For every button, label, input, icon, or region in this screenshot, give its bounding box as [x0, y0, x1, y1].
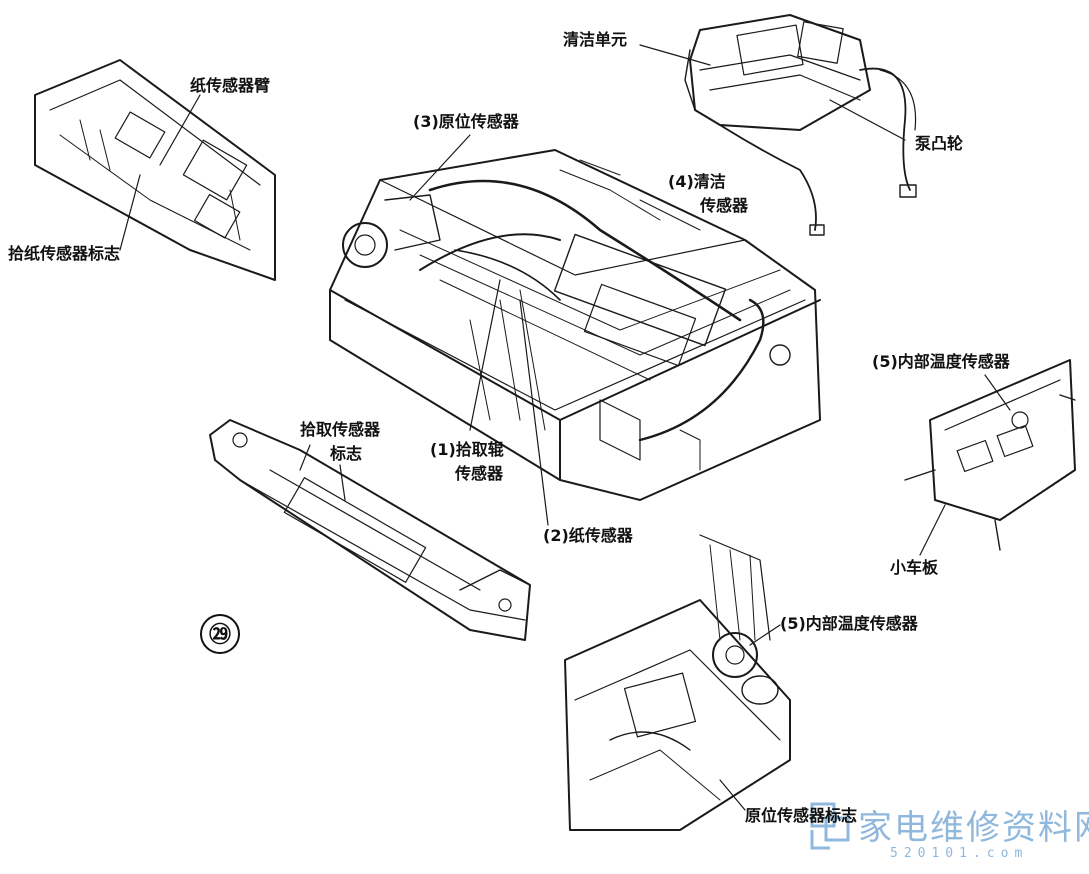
label-home-sensor: (3)原位传感器 — [413, 112, 519, 131]
paper-sensor-arm-drawing — [34, 59, 276, 281]
watermark-text: 家电维修资料网 — [858, 808, 1089, 848]
label-paper-sensor-arm: 纸传感器臂 — [190, 76, 271, 95]
label-carriage-board: 小车板 — [890, 558, 939, 577]
main-printer-body — [329, 149, 821, 501]
label-pump-cam: 泵凸轮 — [915, 134, 964, 153]
label-internal-temp-sensor-top: (5)内部温度传感器 — [872, 352, 1010, 371]
label-pickup-roller-sensor-line2: 传感器 — [455, 464, 504, 483]
label-cleaning-sensor-line1: (4)清洁 — [668, 172, 726, 191]
carriage-board-drawing — [904, 359, 1076, 551]
pickup-assembly-drawing — [209, 419, 531, 641]
label-home-sensor-flag: 原位传感器标志 — [745, 806, 858, 825]
watermark-logo-icon — [810, 802, 850, 850]
label-internal-temp-sensor-bottom: (5)内部温度传感器 — [780, 614, 918, 633]
label-cleaning-sensor-line2: 传感器 — [700, 196, 749, 215]
label-pickup-sensor-flag-line1: 拾取传感器 — [300, 420, 381, 439]
label-pickup-sensor-flag-line2: 标志 — [330, 444, 363, 463]
label-paper-sensor: (2)纸传感器 — [543, 526, 633, 545]
bottom-printer-assembly-drawing — [564, 534, 791, 831]
cleaning-unit-drawing — [684, 14, 917, 236]
label-pickup-paper-sensor-flag: 拾纸传感器标志 — [8, 244, 121, 263]
label-pickup-roller-sensor-line1: (1)拾取辊 — [430, 440, 504, 459]
label-cleaning-unit: 清洁单元 — [563, 30, 628, 49]
figure-number: ㉙ — [200, 614, 240, 654]
watermark-url: 520101.com — [890, 846, 1029, 861]
